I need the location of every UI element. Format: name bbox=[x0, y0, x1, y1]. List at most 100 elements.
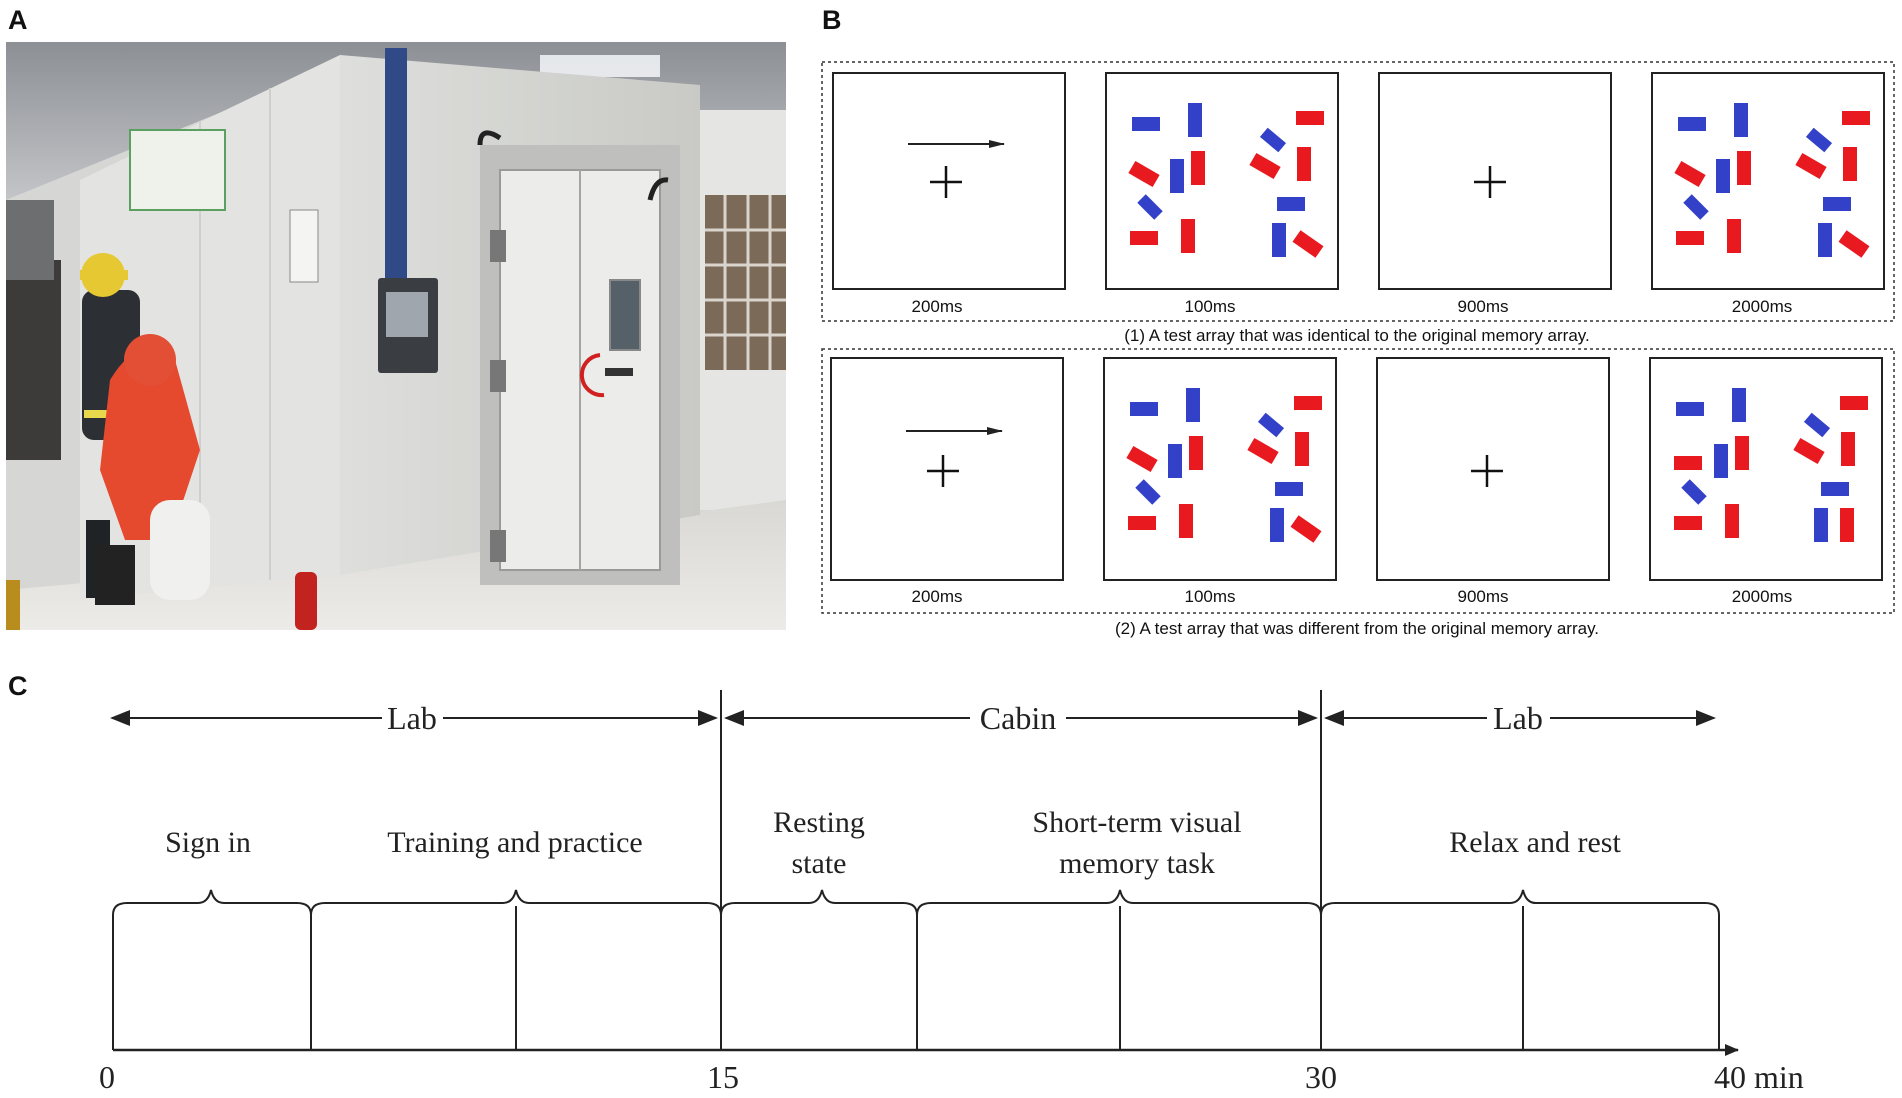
activity-resting-line2: state bbox=[792, 847, 847, 880]
red-bar-stimulus bbox=[1296, 111, 1324, 125]
blue-bar-stimulus bbox=[1683, 194, 1709, 220]
red-bar-stimulus bbox=[1128, 516, 1156, 530]
red-bar-stimulus bbox=[1189, 436, 1203, 470]
blue-bar-stimulus bbox=[1716, 159, 1730, 193]
blue-bar-stimulus bbox=[1257, 412, 1285, 438]
red-bar-stimulus bbox=[1130, 231, 1158, 245]
fixation-screen bbox=[830, 357, 1064, 581]
phase-label-lab: Lab bbox=[387, 700, 437, 736]
blue-bar-stimulus bbox=[1275, 482, 1303, 496]
task-sequence-panel: 200ms 100ms 900ms 2000ms (1) A test arra… bbox=[821, 61, 1895, 638]
blue-bar-stimulus bbox=[1803, 412, 1831, 438]
red-bar-stimulus bbox=[1126, 445, 1158, 473]
brace bbox=[1320, 889, 1720, 923]
lab-photo bbox=[6, 42, 786, 630]
activity-memory-line1: Short-term visual bbox=[1032, 806, 1241, 839]
red-bar-stimulus bbox=[1727, 219, 1741, 253]
duration-label: 200ms bbox=[911, 297, 962, 316]
blue-bar-stimulus bbox=[1678, 117, 1706, 131]
red-bar-stimulus bbox=[1292, 230, 1324, 258]
blue-bar-stimulus bbox=[1137, 194, 1163, 220]
panel-label-c: C bbox=[8, 671, 28, 701]
red-bar-stimulus bbox=[1735, 436, 1749, 470]
blue-bar-stimulus bbox=[1823, 197, 1851, 211]
blue-bar-stimulus bbox=[1734, 103, 1748, 137]
panel-label-b: B bbox=[822, 5, 842, 35]
blue-bar-stimulus bbox=[1272, 223, 1286, 257]
blue-bar-stimulus bbox=[1681, 479, 1707, 505]
tick-label: 40 min bbox=[1714, 1059, 1804, 1095]
red-bar-stimulus bbox=[1181, 219, 1195, 253]
memory-array-screen bbox=[1103, 357, 1337, 581]
red-bar-stimulus bbox=[1247, 437, 1279, 465]
red-bar-stimulus bbox=[1674, 516, 1702, 530]
tick-label: 30 bbox=[1305, 1059, 1337, 1095]
blue-bar-stimulus bbox=[1818, 223, 1832, 257]
procedure-timeline: Lab Cabin Lab Sign in Training and pract… bbox=[99, 690, 1804, 1095]
activity-memory-line2: memory task bbox=[1059, 847, 1215, 880]
duration-label: 2000ms bbox=[1732, 587, 1792, 606]
brace bbox=[720, 889, 918, 923]
duration-label: 900ms bbox=[1457, 297, 1508, 316]
blue-bar-stimulus bbox=[1270, 508, 1284, 542]
red-bar-stimulus bbox=[1676, 231, 1704, 245]
activity-sign-in: Sign in bbox=[165, 826, 251, 859]
red-bar-stimulus bbox=[1294, 396, 1322, 410]
blue-bar-stimulus bbox=[1132, 117, 1160, 131]
blue-bar-stimulus bbox=[1732, 388, 1746, 422]
red-bar-stimulus bbox=[1841, 432, 1855, 466]
red-bar-stimulus bbox=[1290, 515, 1322, 543]
blue-bar-stimulus bbox=[1676, 402, 1704, 416]
red-bar-stimulus bbox=[1249, 152, 1281, 180]
blue-bar-stimulus bbox=[1188, 103, 1202, 137]
red-bar-stimulus bbox=[1842, 111, 1870, 125]
red-bar-stimulus bbox=[1838, 230, 1870, 258]
blue-bar-stimulus bbox=[1130, 402, 1158, 416]
panel-label-a: A bbox=[8, 5, 28, 35]
retention-screen bbox=[1376, 357, 1610, 581]
row-1-caption: (1) A test array that was identical to t… bbox=[1124, 326, 1590, 345]
red-bar-stimulus bbox=[1297, 147, 1311, 181]
brace bbox=[916, 889, 1322, 923]
red-bar-stimulus bbox=[1674, 160, 1706, 188]
blue-bar-stimulus bbox=[1805, 127, 1833, 153]
brace bbox=[112, 889, 312, 923]
red-bar-stimulus bbox=[1295, 432, 1309, 466]
duration-label: 900ms bbox=[1457, 587, 1508, 606]
trial-row-1-frame bbox=[821, 61, 1895, 322]
blue-bar-stimulus bbox=[1814, 508, 1828, 542]
red-bar-stimulus bbox=[1737, 151, 1751, 185]
blue-bar-stimulus bbox=[1135, 479, 1161, 505]
red-bar-stimulus bbox=[1725, 504, 1739, 538]
red-bar-stimulus bbox=[1179, 504, 1193, 538]
duration-label: 100ms bbox=[1184, 587, 1235, 606]
tick-label: 15 bbox=[707, 1059, 739, 1095]
activity-relax: Relax and rest bbox=[1449, 826, 1621, 859]
red-bar-stimulus bbox=[1843, 147, 1857, 181]
duration-label: 200ms bbox=[911, 587, 962, 606]
red-bar-stimulus bbox=[1795, 152, 1827, 180]
blue-bar-stimulus bbox=[1186, 388, 1200, 422]
blue-bar-stimulus bbox=[1821, 482, 1849, 496]
red-bar-stimulus bbox=[1840, 396, 1868, 410]
brace bbox=[310, 889, 722, 923]
tick-label: 0 bbox=[99, 1059, 115, 1095]
phase-label-lab: Lab bbox=[1493, 700, 1543, 736]
red-bar-stimulus bbox=[1793, 437, 1825, 465]
blue-bar-stimulus bbox=[1170, 159, 1184, 193]
blue-bar-stimulus bbox=[1277, 197, 1305, 211]
phase-label-cabin: Cabin bbox=[980, 700, 1056, 736]
row-2-caption: (2) A test array that was different from… bbox=[1115, 619, 1599, 638]
red-bar-stimulus bbox=[1840, 508, 1854, 542]
duration-label: 100ms bbox=[1184, 297, 1235, 316]
red-bar-stimulus bbox=[1674, 456, 1702, 470]
blue-bar-stimulus bbox=[1168, 444, 1182, 478]
duration-label: 2000ms bbox=[1732, 297, 1792, 316]
activity-resting-line1: Resting bbox=[773, 806, 865, 839]
trial-row-2-frame bbox=[821, 348, 1895, 614]
red-bar-stimulus bbox=[1128, 160, 1160, 188]
blue-bar-stimulus bbox=[1714, 444, 1728, 478]
blue-bar-stimulus bbox=[1259, 127, 1287, 153]
red-bar-stimulus bbox=[1191, 151, 1205, 185]
activity-training: Training and practice bbox=[387, 826, 642, 859]
